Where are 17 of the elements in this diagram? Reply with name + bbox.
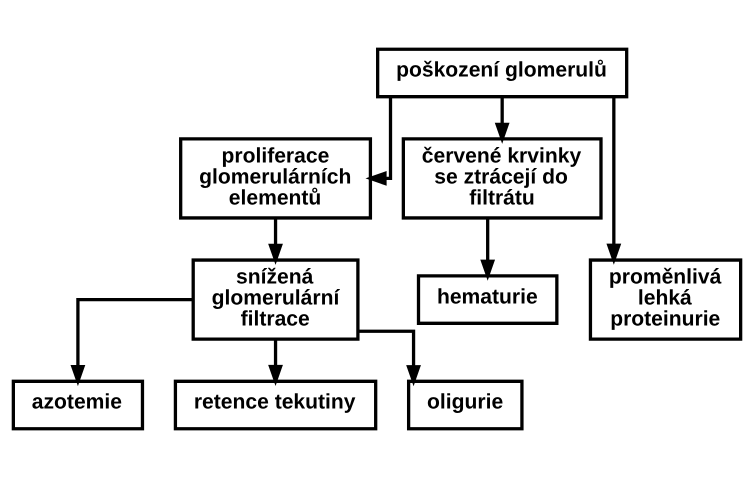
arrow xyxy=(268,339,283,386)
node-box: retence tekutiny xyxy=(174,380,378,430)
node-box: červené krvinky se ztrácejí do filtrátu xyxy=(402,137,603,220)
arrow xyxy=(366,96,392,186)
node-box: proliferace glomerulárních elementů xyxy=(179,137,372,220)
arrow xyxy=(480,218,496,281)
arrow xyxy=(494,96,510,144)
node-box: azotemie xyxy=(12,380,144,430)
arrow xyxy=(268,218,283,265)
node-box: proměnlivá lehká proteinurie xyxy=(588,258,742,341)
arrow xyxy=(606,96,622,265)
node-box: snížená glomerulární filtrace xyxy=(192,258,360,341)
node-box: hematurie xyxy=(416,274,558,325)
arrow xyxy=(358,330,421,386)
node-box: poškození glomerulů xyxy=(376,48,628,98)
arrow xyxy=(70,298,193,386)
node-box: oligurie xyxy=(406,380,524,430)
